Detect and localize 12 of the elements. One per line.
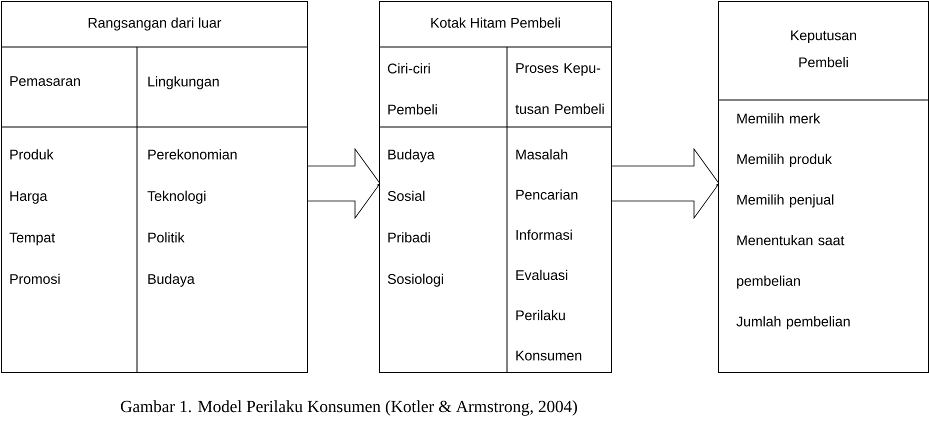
list-text: Produk Harga Tempat Promosi bbox=[10, 149, 60, 284]
column-heading: Ciri-ciri Pembeli bbox=[388, 63, 437, 114]
list-text: Memilih merk Memilih produk Memilih penjual Menentukan saat pembelian Jumlah pembelian bbox=[736, 113, 850, 330]
column-heading: Proses Kepu- tusan Pembeli bbox=[515, 63, 604, 114]
column-heading: Lingkungan bbox=[148, 76, 219, 90]
column-heading: Pemasaran bbox=[10, 76, 80, 86]
list-text: Perekonomian Teknologi Politik Budaya bbox=[148, 149, 237, 287]
block-arrow bbox=[308, 148, 380, 220]
list-text: Budaya Sosial Pribadi Sosiologi bbox=[388, 149, 444, 287]
list-text: Masalah Pencarian Informasi Evaluasi Perilaku Konsumen bbox=[516, 149, 582, 360]
caption: Gambar 1. Model Perilaku Konsumen (Kotler & Armstrong, 2004) bbox=[120, 400, 577, 416]
block-arrow bbox=[612, 148, 720, 220]
